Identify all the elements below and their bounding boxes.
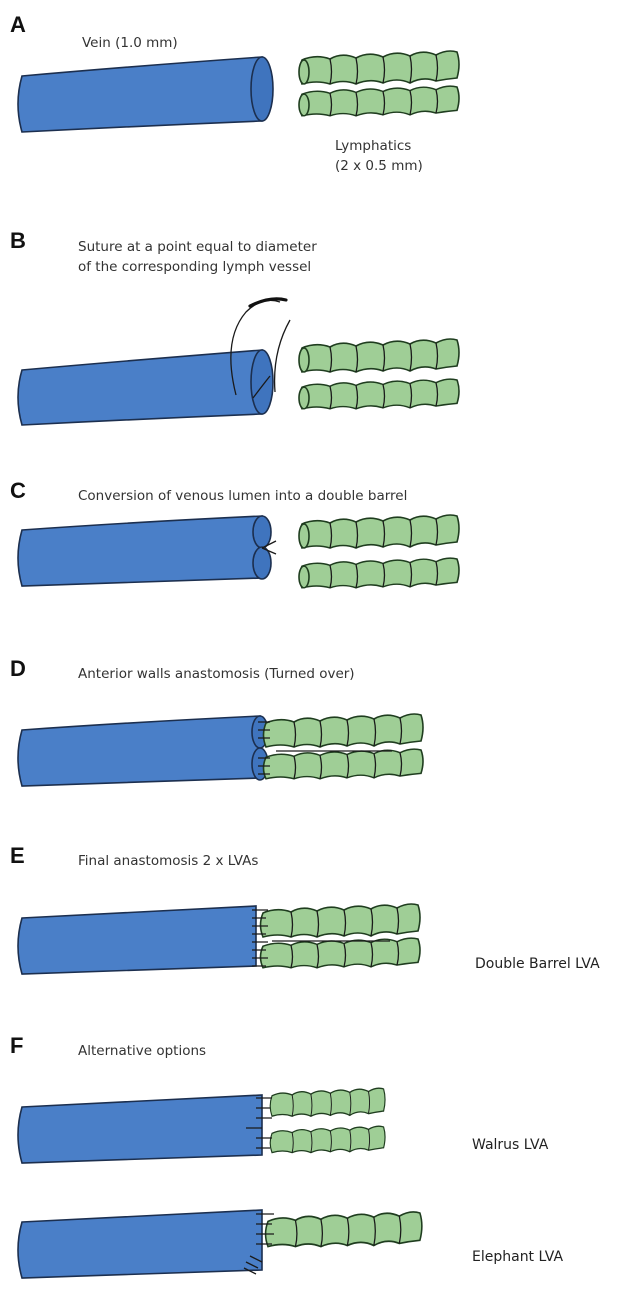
vein-f-elephant — [18, 1210, 262, 1278]
lymphatic-e-upper — [261, 904, 421, 937]
vein-e — [18, 906, 256, 974]
lymphatic-e-lower — [261, 938, 421, 968]
lymphatic-f-walrus-upper — [270, 1088, 385, 1116]
lymphatic-d-lower — [264, 749, 424, 779]
panel-f-walrus-illustration — [18, 1088, 385, 1163]
lymphatic-c-upper — [299, 515, 459, 548]
lymphatic-b-upper — [299, 339, 459, 372]
panel-f-elephant-illustration — [18, 1210, 422, 1278]
lymphatic-f-elephant — [266, 1212, 422, 1247]
vein-f-walrus — [18, 1095, 262, 1163]
panel-a-illustration — [18, 51, 459, 132]
panel-b-illustration — [18, 299, 459, 425]
vein-a — [18, 57, 273, 132]
vein-c — [18, 516, 276, 586]
vein-d — [18, 716, 268, 786]
lymphatic-d-upper — [264, 714, 424, 747]
lymphatic-b-lower — [299, 379, 459, 409]
lymphatic-f-walrus-lower — [270, 1126, 385, 1152]
lymphatic-a-lower — [299, 86, 459, 116]
panel-e-illustration — [18, 904, 420, 974]
panel-d-illustration — [18, 714, 423, 786]
lymphatic-a-upper — [299, 51, 459, 84]
panel-c-illustration — [18, 515, 459, 588]
lymphatic-c-lower — [299, 558, 459, 588]
